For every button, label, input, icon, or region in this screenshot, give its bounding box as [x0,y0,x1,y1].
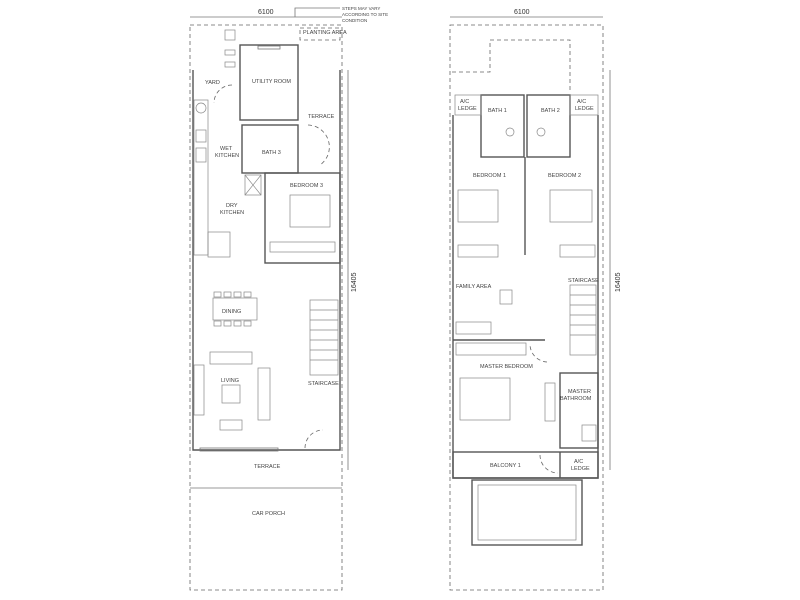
bath2-walls [526,94,571,158]
ac-ledge-left-box [454,94,482,116]
planting-area-box [299,27,341,41]
label-staircase: STAIRCASE [568,278,599,284]
label-terrace-upper: TERRACE [308,114,335,120]
label-bedroom2: BEDROOM 2 [548,173,581,179]
label-balcony1: BALCONY 1 [490,463,521,469]
balcony-walls [452,451,599,479]
label-ac-ledge-left-1: A/C [460,99,469,105]
label-utility-room: UTILITY ROOM [252,79,291,85]
toilet-icon [536,127,546,137]
first-floor-plan: 6100 16405 A/ [449,9,622,591]
bath1-walls [480,94,525,158]
plot-boundary [189,24,343,591]
label-terrace-lower: TERRACE [254,464,281,470]
step-block [224,29,236,41]
master-bathroom-walls [559,372,599,449]
coffee-table-icon [221,384,241,404]
site-note-line1: STEPS MAY VARY [342,6,380,11]
label-ac-ledge-left-2: LEDGE [458,106,477,112]
label-bath1: BATH 1 [488,108,507,114]
bed-icon [457,189,499,223]
island-counter [207,231,231,258]
wardrobe-icon [559,244,596,258]
wardrobe-icon [269,241,336,253]
label-master-bathroom-1: MASTER [568,389,591,395]
label-wet-kitchen-1: WET [220,146,233,152]
staircase-icon [309,299,339,376]
plot-boundary [449,24,604,591]
wardrobe-icon [457,244,499,258]
bed-icon [459,377,511,421]
label-dining: DINING [222,309,241,315]
shaft-icon [244,174,262,196]
dining-chairs [213,291,252,327]
label-yard: YARD [205,80,220,86]
sofa-icon [257,367,271,421]
label-dry-kitchen-2: KITCHEN [220,210,244,216]
label-planting-area: PLANTING AREA [303,30,347,36]
label-living: LIVING [221,378,239,384]
yard-door-swing[interactable] [213,84,233,104]
ground-floor-plan: 6100 STEPS MAY VARY ACCORDING TO SITE CO… [189,6,388,591]
kitchen-counter [193,99,209,256]
sofa-icon [209,351,253,365]
label-ac-ledge-right-2: LEDGE [575,106,594,112]
main-door-swing[interactable] [304,429,324,449]
label-bath2: BATH 2 [541,108,560,114]
label-bath3: BATH 3 [262,150,281,156]
balcony-door-swing[interactable] [539,454,559,474]
vanity-icon [544,382,556,422]
bath3-walls [241,124,299,174]
bed-icon [289,194,331,228]
bed-icon [549,189,593,223]
label-bedroom3: BEDROOM 3 [290,183,323,189]
label-ac-ledge-bottom-2: LEDGE [571,466,590,472]
sofa-icon [455,321,492,335]
label-staircase: STAIRCASE [308,381,339,387]
utility-room-walls [239,44,299,121]
tv-console-icon [193,364,205,416]
wardrobe-icon [455,342,527,356]
bedroom3-walls [264,172,341,264]
sink-icon [195,129,207,143]
width-dimension: 6100 [258,9,274,16]
step-block [224,61,236,68]
label-ac-ledge-bottom-1: A/C [574,459,583,465]
step-block [224,49,236,56]
site-note-line3: CONDITION [342,18,367,23]
label-family-area: FAMILY AREA [456,284,492,290]
label-car-porch: CAR PORCH [252,511,285,517]
terrace-door-swing[interactable] [307,124,330,166]
site-note-line2: ACCORDING TO SITE [342,12,388,17]
label-dry-kitchen-1: DRY [226,203,238,209]
label-ac-ledge-right-1: A/C [577,99,586,105]
label-master-bathroom-2: BATHROOM [560,396,592,402]
porch-roof-inner [477,484,577,541]
depth-dimension: 16405 [351,272,358,292]
exterior-wall [192,70,341,451]
toilet-icon [505,127,515,137]
utility-window [257,45,281,50]
width-dimension: 6100 [514,9,530,16]
label-master-bedroom: MASTER BEDROOM [480,364,533,370]
armchair-icon [499,289,513,305]
sliding-door[interactable] [199,447,279,452]
roof-outline [452,39,571,92]
dining-table-icon [212,297,258,321]
armchair-icon [219,419,243,431]
shower-icon [581,424,597,442]
ac-ledge-right-box [569,94,599,116]
label-wet-kitchen-2: KITCHEN [215,153,239,159]
porch-roof [471,479,583,546]
label-bedroom1: BEDROOM 1 [473,173,506,179]
hob-icon [195,147,207,163]
master-door-swing[interactable] [529,344,548,363]
staircase-icon [569,284,597,356]
washer-icon [195,102,207,114]
note-leader [294,7,340,17]
depth-dimension: 16405 [615,272,622,292]
